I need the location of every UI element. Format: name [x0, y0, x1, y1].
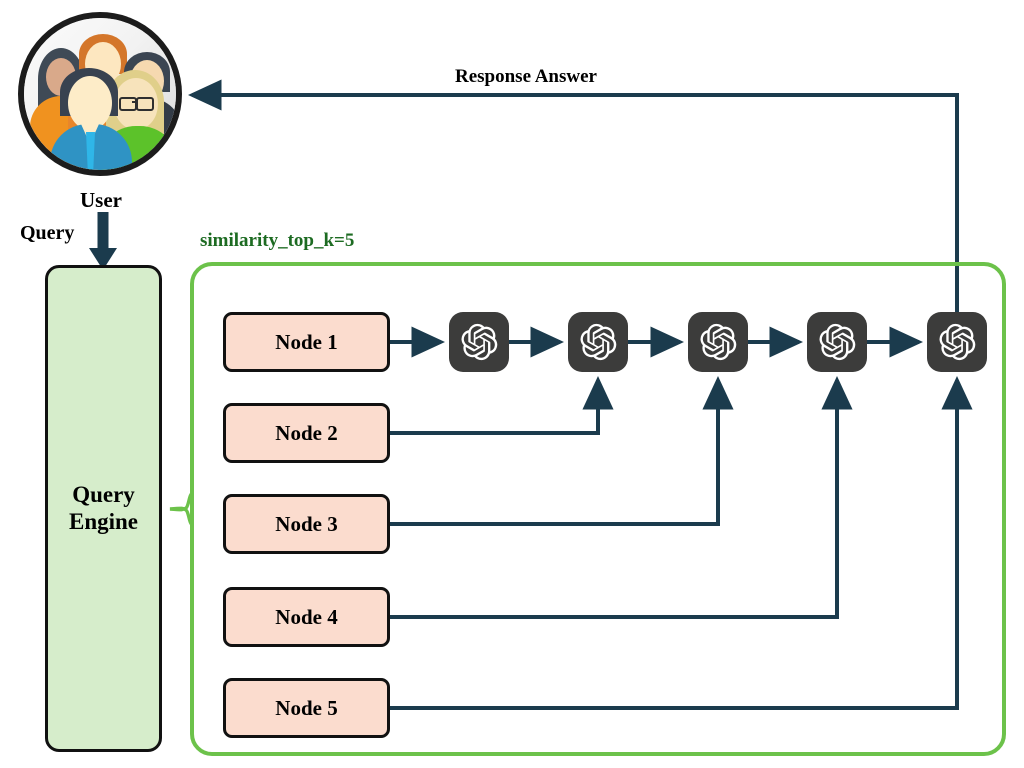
openai-logo-icon [817, 322, 857, 362]
query-wire [89, 212, 117, 270]
similarity-top-k-container [190, 262, 1006, 756]
llm-node-1[interactable] [449, 312, 509, 372]
node-box-5[interactable]: Node 5 [223, 678, 390, 738]
query-engine-label-line1: Query [72, 482, 135, 508]
node-box-1[interactable]: Node 1 [223, 312, 390, 372]
query-engine-brace-icon [169, 492, 194, 526]
user-label: User [80, 188, 122, 212]
response-answer-label: Response Answer [455, 66, 597, 87]
query-engine-label-line2: Engine [68, 508, 139, 534]
llm-node-4[interactable] [807, 312, 867, 372]
llm-node-2[interactable] [568, 312, 628, 372]
query-label: Query [20, 222, 75, 244]
query-engine-box[interactable]: Query Engine [45, 265, 162, 752]
openai-logo-icon [937, 322, 977, 362]
node-box-2[interactable]: Node 2 [223, 403, 390, 463]
openai-logo-icon [459, 322, 499, 362]
llm-node-5[interactable] [927, 312, 987, 372]
similarity-top-k-label: similarity_top_k=5 [200, 230, 355, 251]
query-engine-label: Query Engine [69, 482, 138, 535]
llm-node-3[interactable] [688, 312, 748, 372]
node-box-4[interactable]: Node 4 [223, 587, 390, 647]
user-avatar [18, 12, 182, 176]
node-box-3[interactable]: Node 3 [223, 494, 390, 554]
openai-logo-icon [698, 322, 738, 362]
openai-logo-icon [578, 322, 618, 362]
